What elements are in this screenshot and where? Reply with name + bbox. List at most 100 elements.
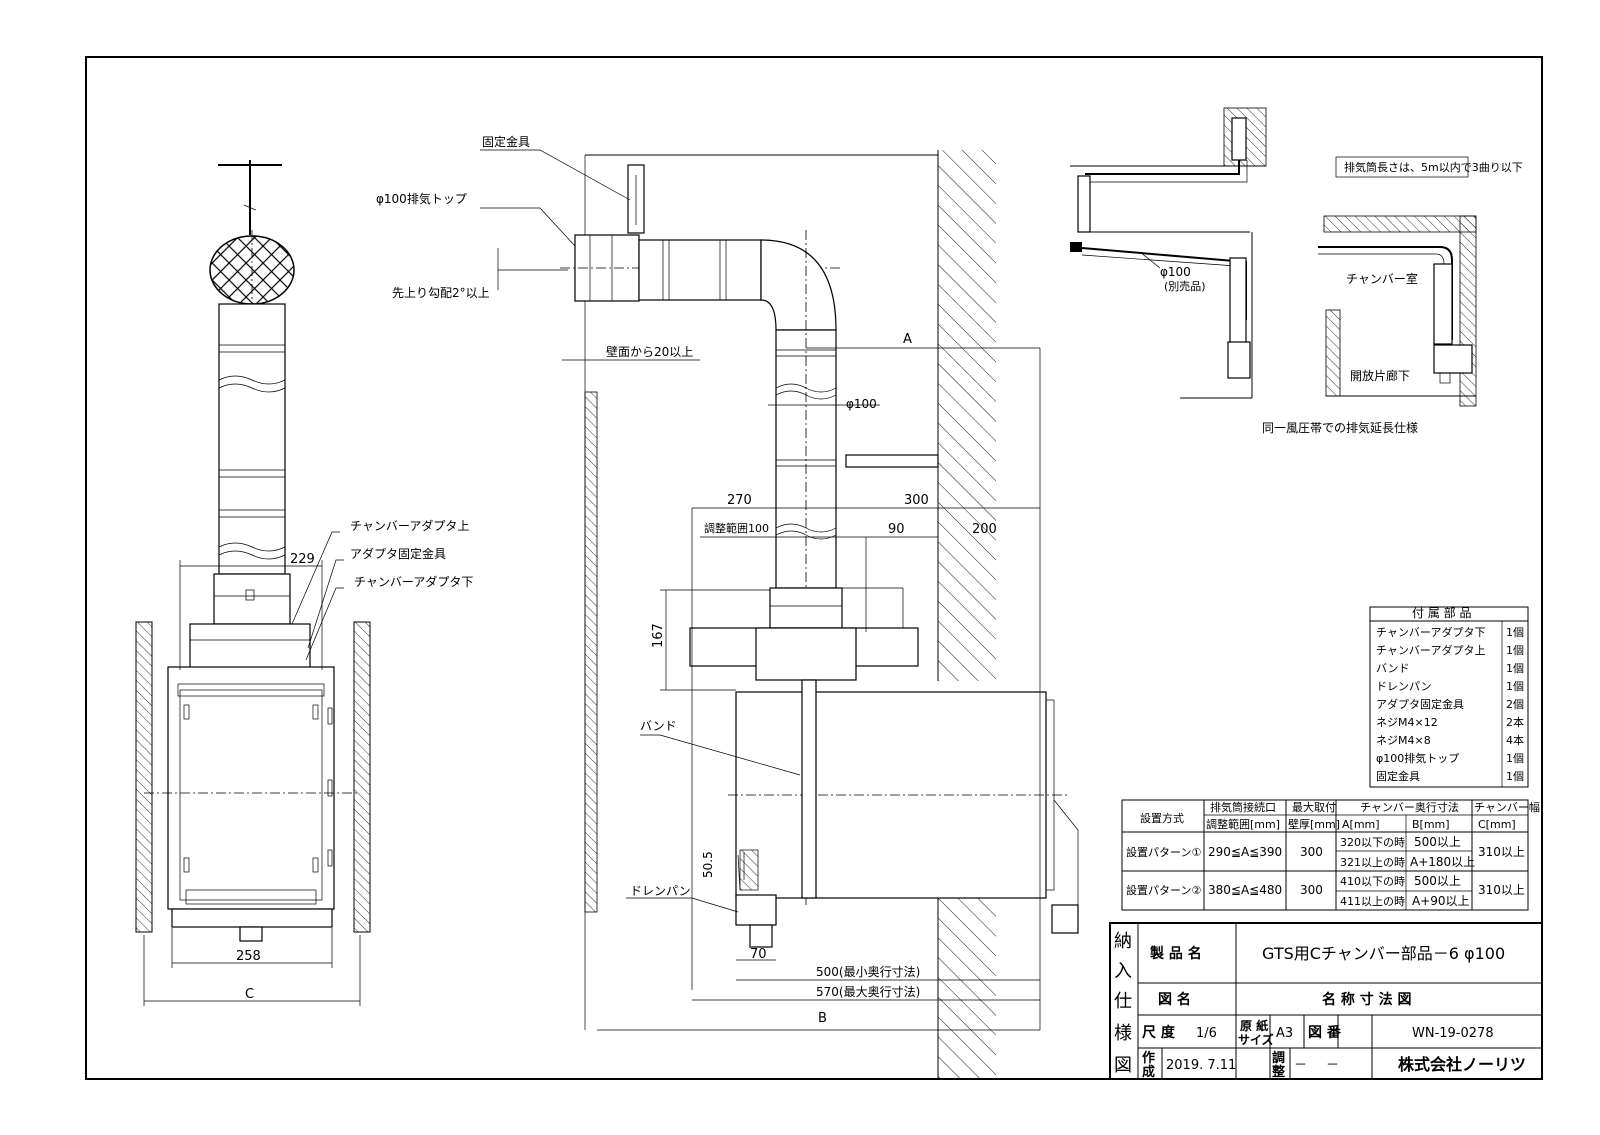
install-p1-b2: A+180以上: [1410, 855, 1475, 869]
product-label: 製 品 名: [1149, 945, 1202, 962]
dim-229: 229: [290, 552, 315, 567]
label-chamber-adapter-top: チャンバーアダプタ上: [350, 518, 469, 533]
company-name: 株式会社ノーリツ: [1398, 1055, 1526, 1074]
title-block-text: 納 入 仕 様 図 製 品 名 GTS用Cチャンバー部品－6 φ100 図 名 …: [1114, 931, 1526, 1080]
adjust-label: 整: [1271, 1064, 1286, 1080]
part-qty: 1個: [1506, 626, 1524, 639]
label-open-corridor: 開放片廊下: [1350, 368, 1410, 383]
label-fixing-bracket: 固定金具: [482, 134, 530, 149]
dim-200: 200: [972, 522, 997, 537]
drawing-label: 図 名: [1158, 991, 1191, 1008]
label-exhaust-top: φ100排気トップ: [376, 191, 467, 206]
label-pipe-dia: φ100: [846, 397, 877, 411]
drawing-name: 名 称 寸 法 図: [1322, 991, 1412, 1008]
label-adjust-range: 調整範囲100: [704, 521, 769, 535]
title-side-char: 入: [1114, 961, 1132, 982]
install-p1-a1: 320以下の時: [1340, 836, 1405, 849]
paper-label: 原 紙: [1240, 1018, 1268, 1033]
install-h-max: 最大取付: [1292, 800, 1336, 814]
part-name: 固定金具: [1376, 769, 1420, 783]
title-side-char: 図: [1114, 1055, 1132, 1076]
part-name: ネジM4×12: [1376, 716, 1438, 729]
install-h-method: 設置方式: [1140, 811, 1184, 825]
drawing-number: WN-19-0278: [1412, 1026, 1494, 1041]
install-h-exhaust: 排気筒接続口: [1210, 800, 1276, 814]
label-drain-pan: ドレンパン: [630, 884, 691, 898]
install-table-text: 設置方式 排気筒接続口 調整範囲[mm] 最大取付 壁厚[mm] チャンバー奥行…: [1126, 800, 1540, 908]
front-view: [135, 160, 371, 1006]
parts-table-text: 付 属 部 品 チャンバーアダプタ下 1個 チャンバーアダプタ上 1個 バンド …: [1376, 605, 1524, 783]
title-block: [1109, 922, 1543, 1080]
install-h-c: C[mm]: [1478, 818, 1516, 831]
install-h-b: B[mm]: [1412, 818, 1450, 831]
dim-500: 500(最小奥行寸法): [816, 965, 920, 979]
part-name: チャンバーアダプタ下: [1376, 625, 1485, 639]
dim-c: C: [245, 987, 254, 1002]
title-side-char: 様: [1114, 1023, 1132, 1044]
install-p2-a2: 411以上の時: [1340, 895, 1405, 908]
part-name: ドレンパン: [1376, 680, 1432, 693]
dim-258: 258: [236, 949, 261, 964]
dim-a: A: [903, 332, 912, 347]
adjust-label: 調: [1272, 1050, 1285, 1066]
install-p1-c: 310以上: [1478, 845, 1525, 859]
install-p2-a1: 410以下の時: [1340, 875, 1405, 888]
label-band: バンド: [640, 719, 677, 733]
parts-title: 付 属 部 品: [1412, 605, 1471, 620]
part-qty: 1個: [1506, 680, 1524, 693]
install-p2-wall: 300: [1300, 883, 1323, 897]
dim-b: B: [818, 1011, 827, 1026]
install-p2-range: 380≦A≦480: [1208, 883, 1282, 897]
made-date: 2019. 7.11: [1166, 1058, 1236, 1073]
title-side-char: 仕: [1114, 991, 1132, 1012]
dim-570: 570(最大奥行寸法): [816, 985, 920, 999]
part-name: φ100排気トップ: [1376, 751, 1459, 765]
install-h-depth: チャンバー奥行寸法: [1360, 800, 1459, 814]
label-chamber-room: チャンバー室: [1346, 271, 1418, 286]
title-side-char: 納: [1114, 931, 1132, 952]
part-qty: 2本: [1506, 715, 1524, 729]
made-label: 作: [1142, 1050, 1155, 1066]
part-name: チャンバーアダプタ上: [1376, 643, 1485, 657]
dim-50-5: 50.5: [701, 851, 715, 878]
adjust-value: －: [1326, 1058, 1339, 1073]
label-chamber-adapter-bottom: チャンバーアダプタ下: [354, 574, 473, 589]
install-h-a: A[mm]: [1342, 818, 1380, 831]
install-h-width: チャンバー幅: [1474, 801, 1540, 814]
install-p2-b1: 500以上: [1414, 874, 1461, 888]
part-qty: 4本: [1506, 733, 1524, 747]
dim-300: 300: [904, 493, 929, 508]
part-qty: 1個: [1506, 662, 1524, 675]
dim-90: 90: [888, 522, 905, 537]
inset-note: 排気筒長さは、5m以内で3曲り以下: [1344, 160, 1523, 174]
inset-caption: 同一風圧帯での排気延長仕様: [1262, 420, 1418, 435]
label-slope: 先上り勾配2°以上: [392, 286, 490, 300]
install-p2-b2: A+90以上: [1412, 894, 1470, 908]
install-p1-wall: 300: [1300, 845, 1323, 859]
inset-diagram-right: [1318, 156, 1477, 407]
part-qty: 1個: [1506, 644, 1524, 657]
side-view: [480, 149, 1079, 1079]
install-h-wall: 壁厚[mm]: [1288, 817, 1340, 831]
install-p1-a2: 321以上の時: [1340, 856, 1405, 869]
paper-label: サイズ: [1238, 1032, 1274, 1047]
scale-label: 尺 度: [1142, 1024, 1176, 1041]
dim-167: 167: [651, 623, 666, 648]
inset-pipe-note: (別売品): [1164, 280, 1206, 293]
adjust-value: －: [1294, 1058, 1307, 1073]
scale-value: 1/6: [1196, 1026, 1217, 1041]
dim-70: 70: [750, 947, 767, 962]
inset-diagram-left: [1070, 107, 1267, 399]
labels: 固定金具 φ100排気トップ 先上り勾配2°以上 壁面から20以上 A φ100…: [236, 134, 1523, 1026]
paper-size: A3: [1276, 1026, 1293, 1041]
install-table: [1121, 799, 1529, 911]
inset-pipe-label: φ100: [1160, 265, 1191, 279]
install-p2-name: 設置パターン②: [1126, 883, 1201, 897]
dim-270: 270: [727, 493, 752, 508]
product-name: GTS用Cチャンバー部品－6 φ100: [1262, 944, 1505, 963]
parts-table: [1369, 606, 1529, 788]
part-qty: 1個: [1506, 770, 1524, 783]
install-h-adjust: 調整範囲[mm]: [1206, 817, 1280, 831]
label-adapter-bracket: アダプタ固定金具: [350, 546, 446, 561]
part-qty: 1個: [1506, 752, 1524, 765]
